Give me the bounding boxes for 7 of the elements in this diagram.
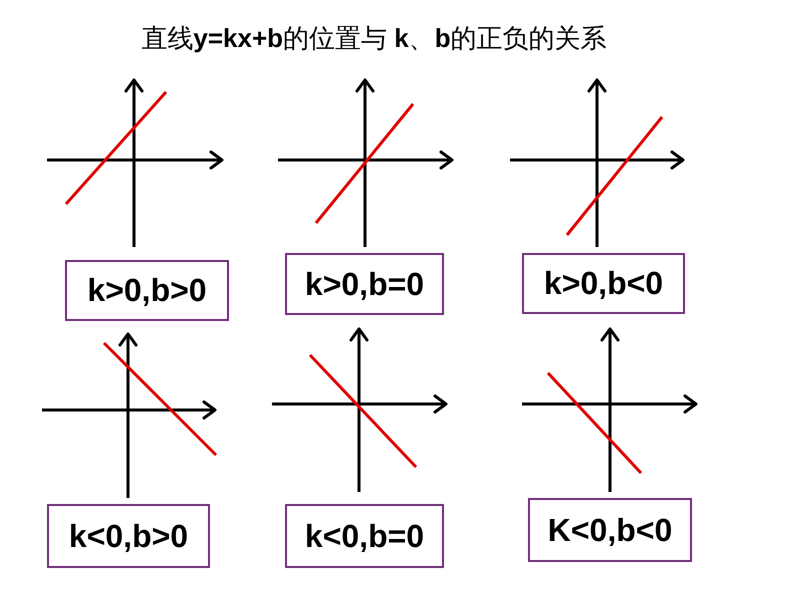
condition-box: k>0,b<0 xyxy=(522,253,685,314)
condition-box: k>0,b=0 xyxy=(285,253,444,315)
condition-box: k<0,b>0 xyxy=(47,504,210,568)
condition-box: k<0,b=0 xyxy=(285,504,444,568)
title: 直线y=kx+b的位置与 k、b的正负的关系 xyxy=(141,22,607,54)
condition-box: k>0,b>0 xyxy=(65,260,229,321)
condition-box: K<0,b<0 xyxy=(528,498,692,562)
